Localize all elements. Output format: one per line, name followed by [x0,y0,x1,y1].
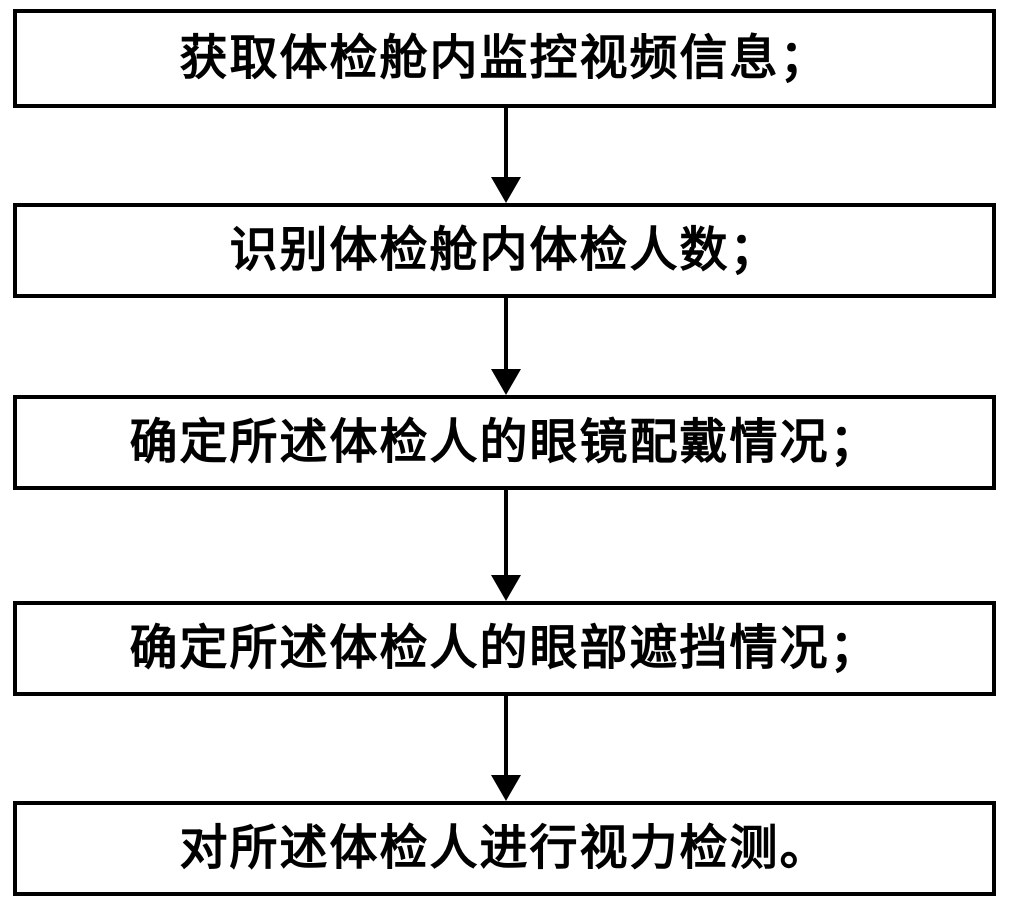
flow-step-label: 确定所述体检人的眼部遮挡情况； [129,621,880,675]
arrow-head [491,177,521,203]
arrow-head [491,575,521,601]
arrow-down-icon [491,696,521,801]
flow-step-label: 识别体检舱内体检人数； [229,223,780,277]
flow-step-label: 对所述体检人进行视力检测。 [179,821,830,875]
arrow-stem [504,696,508,781]
arrow-stem [504,490,508,581]
arrow-head [491,369,521,395]
arrow-stem [504,298,508,375]
flow-step-box: 确定所述体检人的眼镜配戴情况； [13,395,996,490]
flow-step-box: 获取体检舱内监控视频信息； [13,9,996,108]
arrow-down-icon [491,108,521,203]
flow-step-box: 确定所述体检人的眼部遮挡情况； [13,601,996,696]
flow-step-label: 确定所述体检人的眼镜配戴情况； [129,415,880,469]
flow-step-box: 对所述体检人进行视力检测。 [13,801,996,896]
flow-step-box: 识别体检舱内体检人数； [13,203,996,298]
arrow-down-icon [491,298,521,395]
arrow-stem [504,108,508,183]
flow-step-label: 获取体检舱内监控视频信息； [179,31,830,85]
arrow-down-icon [491,490,521,601]
arrow-head [491,775,521,801]
